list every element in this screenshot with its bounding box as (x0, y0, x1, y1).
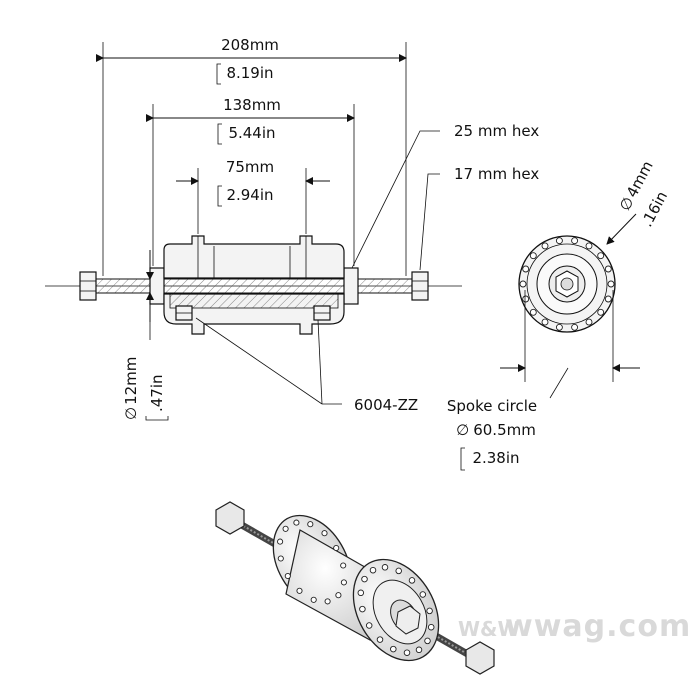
spoke-hole (597, 308, 605, 316)
spoke-hole (424, 637, 431, 645)
hex-17-callout: 17 mm hex (419, 165, 539, 271)
hub-body-in: 2.94in (226, 186, 273, 204)
spoke-hole (571, 237, 579, 245)
spoke-hole (426, 607, 433, 615)
render-left-spoke-holes (277, 519, 347, 605)
spoke-hole (390, 645, 397, 653)
hex-25-callout: 25 mm hex (351, 122, 539, 269)
overall-length-dimension: 208mm 8.19in (96, 36, 407, 276)
bearing-label: 6004-ZZ (354, 396, 418, 414)
axle-diameter-mm: ∅12mm (122, 357, 140, 420)
spoke-hole (293, 519, 300, 526)
right-axle-nut (411, 271, 429, 301)
spoke-hole (571, 323, 579, 331)
spoke-hole (403, 649, 411, 656)
spoke-hole (324, 598, 331, 605)
spoke-hole (359, 605, 366, 613)
left-axle-nut (79, 271, 97, 301)
spoke-hole (369, 566, 377, 574)
spoke-hole (321, 530, 328, 537)
spoke-hole (419, 591, 427, 598)
spoke-hole (361, 575, 368, 583)
spoke-hole (541, 242, 549, 250)
spoke-hole (427, 623, 435, 631)
flange-spacing-in: 5.44in (228, 124, 275, 142)
side-view (45, 235, 462, 335)
spoke-hole (415, 646, 423, 654)
spoke-hole (408, 577, 416, 584)
render-right-nut (465, 641, 495, 675)
spoke-circle-mm: ∅60.5mm (456, 421, 536, 439)
spoke-hole (296, 587, 303, 594)
spoke-holes (519, 237, 615, 331)
spoke-hole (376, 636, 384, 643)
hub-shell-upper (163, 235, 345, 279)
section-hatch (169, 293, 339, 309)
hub-body-mm: 75mm (226, 158, 274, 176)
spoke-hole (604, 295, 612, 303)
axle-diameter-dimension: ∅12mm .47in (122, 250, 169, 421)
render-right-spoke-holes (357, 564, 435, 656)
spoke-hole (522, 295, 530, 303)
spoke-hole (381, 564, 389, 571)
spoke-hole (541, 318, 549, 326)
render-left-nut (215, 501, 245, 535)
end-view (518, 235, 616, 333)
hub-body-dimension: 75mm 2.94in (176, 158, 330, 234)
axle-rod (95, 278, 417, 294)
axle-diameter-in: .47in (148, 374, 166, 412)
spoke-hole (585, 242, 593, 250)
watermark-logo: W&W (458, 617, 520, 641)
spoke-hole (357, 589, 365, 597)
spoke-hole-in: .16in (638, 188, 672, 230)
overall-length-mm: 208mm (221, 36, 279, 54)
spoke-hole (529, 252, 537, 260)
spoke-hole (340, 562, 347, 569)
spoke-hole (282, 525, 289, 532)
spoke-hole (284, 572, 291, 580)
spoke-hole-dimension: ∅4mm .16in (606, 158, 672, 245)
spoke-hole (555, 323, 563, 331)
spoke-hole (335, 592, 342, 599)
bearing-callout: 6004-ZZ (195, 317, 418, 414)
spoke-hole (529, 308, 537, 316)
spoke-hole (310, 596, 317, 603)
spoke-circle-in: 2.38in (472, 449, 519, 467)
spoke-circle-label: Spoke circle (447, 397, 537, 415)
spoke-hole (277, 555, 284, 562)
watermark: wwag.com W&W (458, 609, 691, 644)
overall-length-in: 8.19in (226, 64, 273, 82)
spoke-hole (340, 579, 347, 586)
right-cone-hex (343, 267, 359, 305)
spoke-circle-dimension: Spoke circle ∅60.5mm 2.38in (447, 290, 640, 471)
left-cone (149, 267, 165, 305)
hub-perspective-render (215, 501, 495, 675)
hex-17-label: 17 mm hex (454, 165, 539, 183)
watermark-text: wwag.com (505, 609, 691, 644)
spoke-hole (607, 280, 615, 288)
spoke-hole (277, 538, 284, 545)
flange-spacing-dimension: 138mm 5.44in (146, 96, 355, 266)
spoke-hole (519, 280, 527, 288)
spoke-hole (365, 622, 373, 629)
spoke-hole (522, 265, 530, 273)
spoke-hole (597, 252, 605, 260)
spoke-hole (604, 265, 612, 273)
spoke-hole (555, 237, 563, 245)
spoke-hole (307, 521, 314, 528)
spoke-hole (333, 544, 340, 552)
spoke-hole (395, 567, 402, 575)
flange-spacing-mm: 138mm (223, 96, 281, 114)
spoke-hole (585, 318, 593, 326)
hex-25-label: 25 mm hex (454, 122, 539, 140)
